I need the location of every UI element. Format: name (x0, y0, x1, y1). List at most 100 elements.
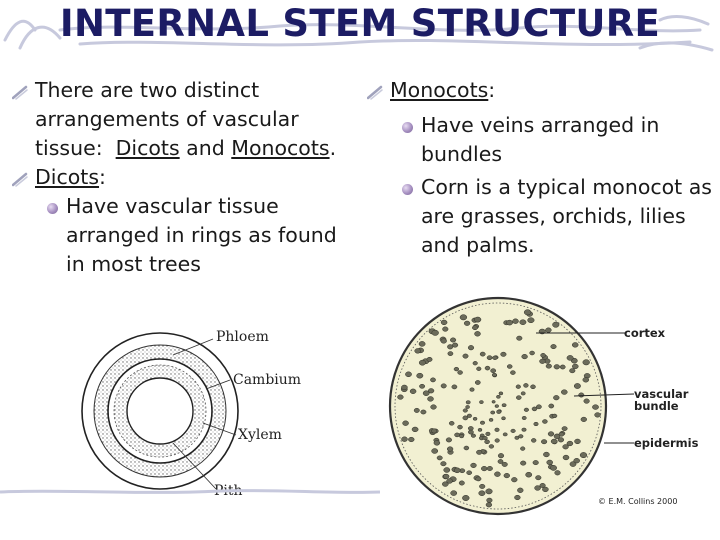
vascular-bundle-dot (468, 429, 474, 435)
vascular-bundle-dot (572, 363, 579, 370)
vascular-bundle-dot (451, 384, 458, 390)
vascular-bundle-dot (472, 325, 478, 331)
link-dicots[interactable]: Dicots (115, 136, 180, 160)
vascular-bundle-dot (462, 408, 468, 413)
vascular-bundle-dot (440, 461, 447, 467)
vascular-bundle-dot (532, 460, 539, 466)
vascular-bundle-dot (566, 440, 574, 447)
vascular-bundle-dot (523, 407, 529, 412)
vascular-bundle-dot (510, 428, 516, 433)
vascular-bundle-dot (472, 361, 478, 366)
vascular-bundle-dot (578, 392, 585, 398)
footer-scribble-decoration (0, 489, 380, 494)
vascular-bundle-dot (594, 412, 601, 418)
bullet-dicots: Dicots: (10, 163, 340, 192)
vascular-bundle-dot (453, 366, 460, 372)
link-monocots[interactable]: Monocots (231, 136, 330, 160)
vascular-bundle-dot (531, 438, 537, 443)
vascular-bundle-dot (583, 398, 590, 404)
vascular-bundle-dot (474, 316, 482, 323)
heading-dicots[interactable]: Dicots (35, 165, 100, 189)
vascular-bundle-dot (450, 490, 458, 496)
vascular-bundle-dot (540, 353, 546, 358)
vascular-bundle-dot (479, 351, 486, 357)
vascular-bundle-dot (562, 444, 569, 450)
vascular-bundle-dot (569, 368, 576, 374)
vascular-bundle-dot (496, 409, 502, 414)
vascular-bundle-dot (462, 495, 470, 501)
vascular-bundle-dot (558, 431, 565, 437)
vascular-bundle-dot (447, 344, 454, 350)
vascular-bundle-dot (520, 460, 527, 466)
monocot-leader-lines (536, 332, 635, 444)
vascular-bundle-dot (539, 358, 546, 364)
vascular-bundles (397, 309, 601, 508)
dicot-stem-diagram: Phloem Cambium Xylem Pith (81, 329, 301, 499)
vascular-bundle-dot (450, 337, 457, 343)
vascular-bundle-dot (413, 407, 420, 413)
vascular-bundle-dot (494, 438, 500, 443)
vascular-bundle-dot (457, 370, 463, 375)
vascular-bundle-dot (405, 371, 412, 378)
vascular-bundle-dot (497, 453, 505, 459)
vascular-bundle-dot (506, 364, 513, 369)
vascular-bundle-dot (497, 459, 504, 464)
copyright-text: © E.M. Collins 2000 (598, 497, 677, 506)
vascular-bundle-dot (501, 403, 507, 408)
label-xylem: Xylem (238, 427, 282, 443)
vascular-bundle-dot (543, 451, 550, 458)
vascular-bundle-dot (414, 348, 421, 354)
dicots-description: Have vascular tissue arranged in rings a… (66, 194, 337, 276)
vascular-bundle-dot (470, 462, 477, 468)
vascular-bundle-dot (443, 467, 451, 473)
vascular-bundle-dot (521, 416, 527, 420)
vascular-bundle-dot (542, 419, 548, 424)
vascular-bundle-dot (411, 426, 419, 433)
vascular-bundle-dot (470, 433, 476, 438)
vascular-bundle-dot (539, 483, 546, 488)
vascular-bundle-dot (533, 421, 539, 427)
vascular-bundle-dot (482, 436, 488, 441)
vascular-bundle-dot (485, 488, 493, 495)
label-phloem: Phloem (216, 329, 269, 345)
vascular-bundle-dot (562, 454, 570, 461)
vascular-bundle-dot (476, 366, 482, 371)
vascular-bundle-dot (466, 413, 472, 418)
vascular-bundle-dot (463, 320, 471, 326)
vascular-bundle-dot (574, 438, 581, 445)
intro-text: There are two distinct arrangements of v… (35, 78, 299, 160)
dash-bullet-icon (12, 85, 28, 100)
vascular-bundle-dot (523, 383, 529, 388)
vascular-bundle-dot (419, 383, 426, 389)
sub-bullet-veins: Have veins arranged in bundles (365, 111, 715, 169)
title-scribble-decoration (3, 15, 714, 52)
vascular-bundle-dot (418, 341, 426, 347)
vascular-bundle-dot (506, 319, 513, 326)
vascular-bundle-dot (485, 502, 493, 508)
vascular-bundle-dot (573, 458, 580, 464)
vascular-bundle-dot (446, 446, 454, 452)
vascular-bundle-dot (490, 368, 497, 374)
sub-bullet-dicots: Have vascular tissue arranged in rings a… (10, 192, 340, 279)
vascular-bundle-dot (503, 473, 510, 479)
right-column: Monocots: Have veins arranged in bundles… (365, 76, 715, 260)
vascular-bundle-dot (510, 370, 516, 375)
bullet-monocots: Monocots: (365, 76, 715, 105)
vascular-bundle-dot (418, 359, 426, 366)
vascular-bundle-dot (490, 410, 496, 415)
round-bullet-icon (402, 184, 413, 195)
monocots-corn-text: Corn is a typical monocot as are grasses… (421, 175, 712, 257)
vascular-bundle-dot (475, 476, 482, 482)
stem-rings (81, 332, 239, 490)
vascular-bundle-dot (474, 380, 481, 385)
vascular-bundle-dot (408, 436, 415, 443)
dash-bullet-icon (367, 85, 383, 100)
vascular-bundle-dot (491, 400, 496, 404)
vascular-bundle-dot (582, 377, 590, 383)
heading-monocots[interactable]: Monocots (390, 78, 489, 102)
vascular-bundle-dot (500, 351, 507, 357)
vascular-bundle-dot (521, 427, 527, 432)
vascular-bundle-dot (561, 426, 568, 431)
vascular-bundle-dot (491, 372, 497, 377)
vascular-bundle-dot (420, 409, 427, 415)
